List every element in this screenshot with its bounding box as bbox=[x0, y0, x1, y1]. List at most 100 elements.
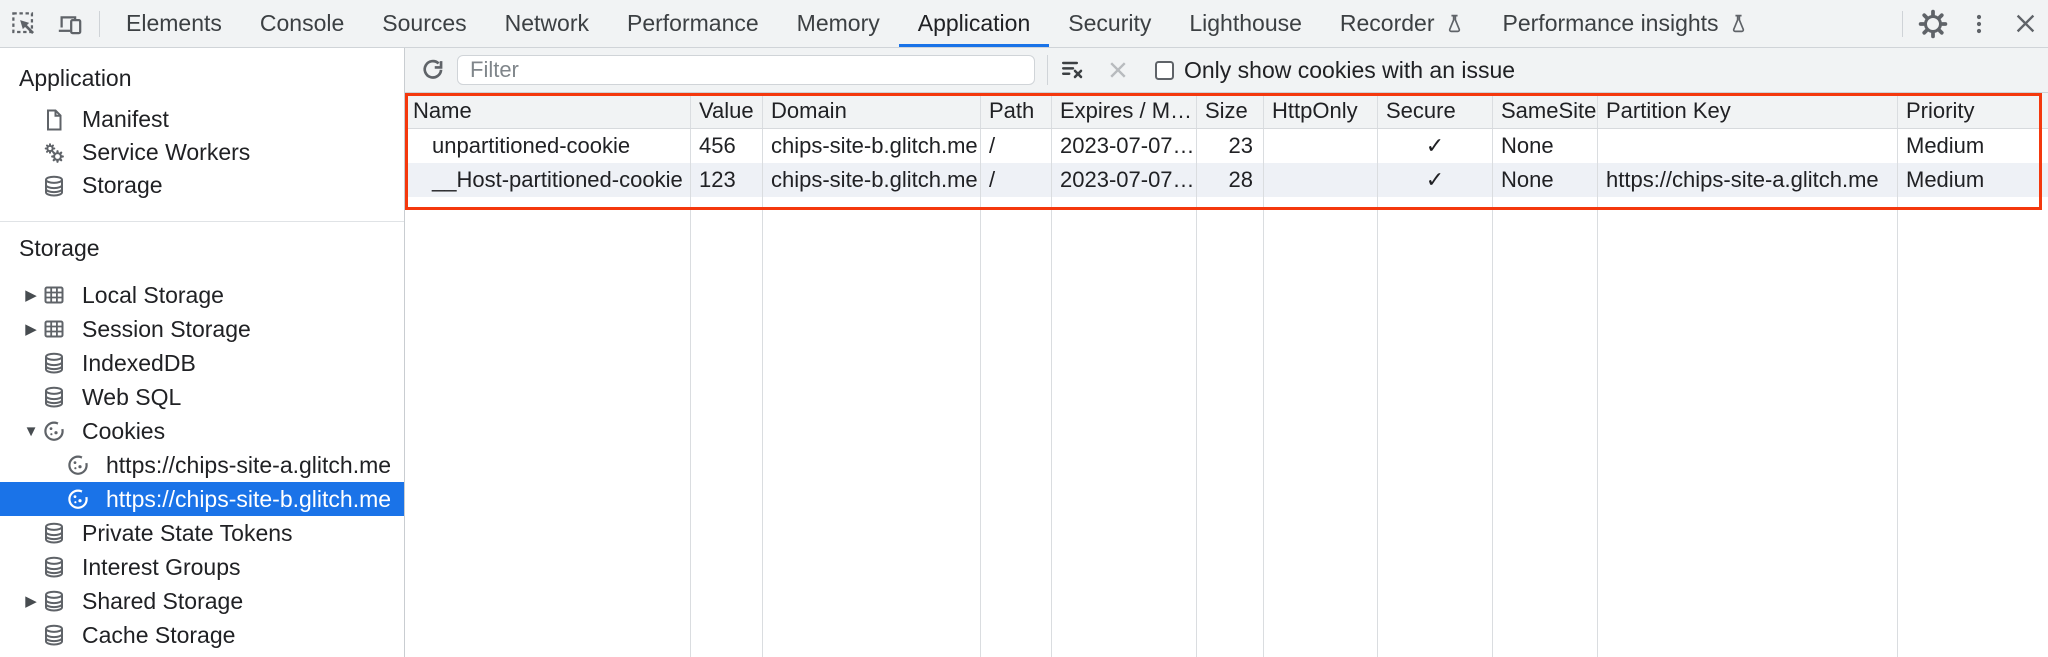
tab-console[interactable]: Console bbox=[259, 10, 345, 36]
tab-sources[interactable]: Sources bbox=[382, 10, 467, 36]
sidebar-item-cookies-chips-site-a[interactable]: https://chips-site-a.glitch.me bbox=[0, 448, 404, 482]
tab-performance-insights[interactable]: Performance insights bbox=[1484, 0, 1768, 47]
only-issue-label: Only show cookies with an issue bbox=[1184, 56, 1516, 83]
experiment-flask-icon bbox=[1444, 13, 1465, 34]
sidebar-item-storage[interactable]: Storage bbox=[0, 169, 404, 202]
sidebar-section-storage: Storage ▶ Local Storage ▶ bbox=[0, 221, 404, 652]
device-toolbar-icon bbox=[56, 10, 83, 37]
cell-priority: Medium bbox=[1906, 133, 1985, 158]
tab-security[interactable]: Security bbox=[1068, 10, 1152, 36]
section-title-application: Application bbox=[19, 65, 132, 91]
toolbar-divider bbox=[1047, 55, 1048, 85]
cookie-icon bbox=[66, 487, 90, 511]
sidebar-item-manifest[interactable]: Manifest bbox=[0, 103, 404, 136]
sidebar-item-private-state-tokens[interactable]: Private State Tokens bbox=[0, 516, 404, 550]
manifest-file-icon bbox=[42, 108, 66, 132]
more-kebab-icon bbox=[1967, 12, 1991, 36]
sidebar-item-cache-storage[interactable]: Cache Storage bbox=[0, 618, 404, 652]
close-devtools-button[interactable] bbox=[2002, 10, 2048, 37]
devtools-tab-bar: Elements Console Sources Network Perform… bbox=[0, 0, 2048, 48]
table-header-row: Name Value Domain Path Expires / M… Size… bbox=[405, 93, 2048, 129]
toggle-device-toolbar-button[interactable] bbox=[46, 0, 92, 47]
column-header-name[interactable]: Name bbox=[405, 93, 691, 128]
column-header-priority[interactable]: Priority bbox=[1906, 97, 1975, 123]
tab-elements[interactable]: Elements bbox=[126, 10, 222, 36]
clear-all-cookies-button[interactable] bbox=[1060, 57, 1086, 83]
sidebar-item-indexeddb[interactable]: IndexedDB bbox=[0, 346, 404, 380]
application-sidebar: Application Manifest bbox=[0, 48, 405, 657]
expand-right-icon[interactable]: ▶ bbox=[25, 287, 37, 304]
cell-httponly bbox=[1264, 163, 1378, 197]
inspect-element-button[interactable] bbox=[0, 0, 46, 47]
column-header-samesite[interactable]: SameSite bbox=[1493, 93, 1598, 128]
more-options-button[interactable] bbox=[1956, 12, 2002, 36]
sidebar-item-shared-storage[interactable]: ▶ Shared Storage bbox=[0, 584, 404, 618]
cookies-panel: Only show cookies with an issue Name Val… bbox=[405, 48, 2048, 657]
cell-partition-key: https://chips-site-a.glitch.me bbox=[1598, 163, 1898, 197]
cell-domain: chips-site-b.glitch.me bbox=[763, 163, 981, 197]
cell-path: / bbox=[981, 129, 1052, 163]
tab-performance[interactable]: Performance bbox=[627, 10, 759, 36]
refresh-button[interactable] bbox=[415, 56, 451, 84]
database-icon bbox=[42, 589, 66, 613]
sidebar-item-interest-groups[interactable]: Interest Groups bbox=[0, 550, 404, 584]
cookie-icon bbox=[42, 419, 66, 443]
section-title-storage: Storage bbox=[19, 235, 100, 261]
sidebar-item-session-storage[interactable]: ▶ Session Storage bbox=[0, 312, 404, 346]
tab-application[interactable]: Application bbox=[898, 0, 1050, 47]
cell-samesite: None bbox=[1493, 163, 1598, 197]
column-header-path[interactable]: Path bbox=[981, 93, 1052, 128]
table-icon bbox=[42, 317, 66, 341]
delete-x-icon bbox=[1106, 58, 1131, 83]
column-header-size[interactable]: Size bbox=[1197, 93, 1264, 128]
column-header-expires[interactable]: Expires / M… bbox=[1052, 93, 1197, 128]
column-header-value[interactable]: Value bbox=[691, 93, 763, 128]
cell-expires: 2023-07-07… bbox=[1052, 129, 1197, 163]
expand-down-icon[interactable]: ▼ bbox=[23, 422, 39, 440]
cookie-icon bbox=[66, 453, 90, 477]
cell-partition-key bbox=[1598, 129, 1898, 163]
only-issue-checkbox[interactable] bbox=[1155, 60, 1174, 80]
column-header-secure[interactable]: Secure bbox=[1378, 93, 1493, 128]
sidebar-item-web-sql[interactable]: Web SQL bbox=[0, 380, 404, 414]
tab-recorder[interactable]: Recorder bbox=[1321, 0, 1484, 47]
cell-samesite: None bbox=[1493, 129, 1598, 163]
cell-value: 123 bbox=[691, 163, 763, 197]
delete-selected-button[interactable] bbox=[1106, 58, 1131, 83]
cell-value: 456 bbox=[691, 129, 763, 163]
cookies-toolbar: Only show cookies with an issue bbox=[405, 48, 2048, 93]
filter-input[interactable] bbox=[457, 55, 1035, 85]
cell-secure-checkmark: ✓ bbox=[1378, 163, 1493, 197]
cell-domain: chips-site-b.glitch.me bbox=[763, 129, 981, 163]
sidebar-item-local-storage[interactable]: ▶ Local Storage bbox=[0, 278, 404, 312]
cell-priority: Medium bbox=[1906, 167, 1985, 192]
inspect-icon bbox=[10, 10, 37, 37]
sidebar-item-cookies-chips-site-b[interactable]: https://chips-site-b.glitch.me bbox=[0, 482, 404, 516]
clear-all-icon bbox=[1060, 57, 1086, 83]
database-icon bbox=[42, 174, 66, 198]
close-icon bbox=[2012, 10, 2039, 37]
experiment-flask-icon bbox=[1728, 13, 1749, 34]
settings-gear-icon bbox=[1918, 9, 1948, 39]
database-icon bbox=[42, 521, 66, 545]
settings-button[interactable] bbox=[1910, 9, 1956, 39]
table-icon bbox=[42, 283, 66, 307]
cell-httponly bbox=[1264, 129, 1378, 163]
tab-memory[interactable]: Memory bbox=[796, 10, 880, 36]
cell-expires: 2023-07-07… bbox=[1052, 163, 1197, 197]
tab-lighthouse[interactable]: Lighthouse bbox=[1189, 10, 1302, 36]
table-row-host-partitioned-cookie[interactable]: __Host-partitioned-cookie 123 chips-site… bbox=[405, 163, 2048, 197]
cell-name: unpartitioned-cookie bbox=[405, 129, 691, 163]
tab-network[interactable]: Network bbox=[504, 10, 589, 36]
toolbar-divider bbox=[99, 10, 100, 37]
sidebar-item-service-workers[interactable]: Service Workers bbox=[0, 136, 404, 169]
sidebar-item-cookies[interactable]: ▼ Cookies bbox=[0, 414, 404, 448]
database-icon bbox=[42, 555, 66, 579]
column-header-domain[interactable]: Domain bbox=[763, 93, 981, 128]
expand-right-icon[interactable]: ▶ bbox=[25, 321, 37, 338]
table-row-unpartitioned-cookie[interactable]: unpartitioned-cookie 456 chips-site-b.gl… bbox=[405, 129, 2048, 163]
toolbar-divider bbox=[1902, 10, 1903, 37]
column-header-httponly[interactable]: HttpOnly bbox=[1264, 93, 1378, 128]
column-header-partition-key[interactable]: Partition Key bbox=[1598, 93, 1898, 128]
expand-right-icon[interactable]: ▶ bbox=[25, 593, 37, 610]
